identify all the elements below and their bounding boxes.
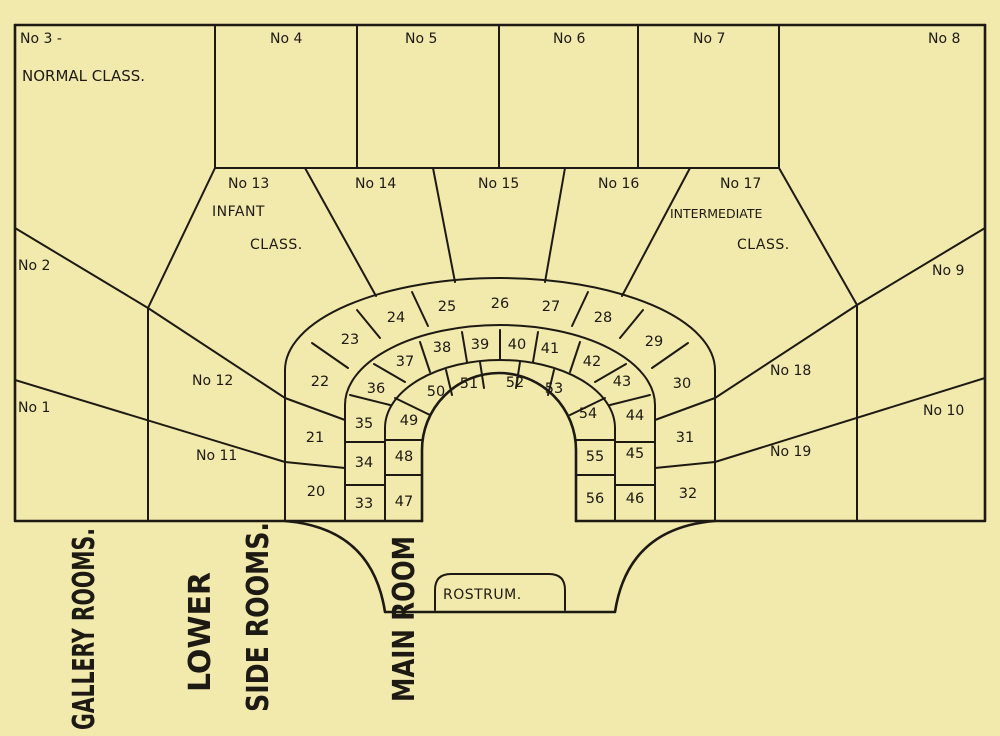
seat-23: 23 bbox=[341, 332, 359, 348]
room-label-5: No 5 bbox=[405, 31, 437, 47]
room-label-16: No 16 bbox=[598, 176, 639, 192]
seat-25: 25 bbox=[438, 299, 456, 315]
top-room-walls bbox=[214, 24, 780, 169]
seat-38: 38 bbox=[433, 340, 451, 356]
seat-52: 52 bbox=[506, 375, 524, 391]
seat-56: 56 bbox=[586, 491, 604, 507]
fan-room-walls bbox=[147, 167, 858, 309]
seat-40: 40 bbox=[508, 337, 526, 353]
seat-27: 27 bbox=[542, 299, 560, 315]
seat-28: 28 bbox=[594, 310, 612, 326]
room-label-1: No 1 bbox=[18, 400, 50, 416]
seat-54: 54 bbox=[579, 406, 597, 422]
seat-50: 50 bbox=[427, 384, 445, 400]
rostrum-label: ROSTRUM. bbox=[443, 587, 522, 603]
intermediate-class-caption: CLASS. bbox=[737, 237, 790, 253]
seat-43: 43 bbox=[613, 374, 631, 390]
seat-31: 31 bbox=[676, 430, 694, 446]
seat-37: 37 bbox=[396, 354, 414, 370]
room-label-11: No 11 bbox=[196, 448, 237, 464]
seat-49: 49 bbox=[400, 413, 418, 429]
seat-36: 36 bbox=[367, 381, 385, 397]
room-label-8: No 8 bbox=[928, 31, 960, 47]
side-room-walls bbox=[14, 227, 986, 522]
seat-22: 22 bbox=[311, 374, 329, 390]
room-label-3: No 3 - bbox=[20, 31, 62, 47]
side-rooms-label: SIDE ROOMS. bbox=[241, 522, 276, 712]
room-label-6: No 6 bbox=[553, 31, 585, 47]
seat-21: 21 bbox=[306, 430, 324, 446]
vertical-labels: GALLERY ROOMS. LOWER SIDE ROOMS. MAIN RO… bbox=[67, 522, 422, 730]
seat-47: 47 bbox=[395, 494, 413, 510]
seat-51: 51 bbox=[460, 376, 478, 392]
seat-46: 46 bbox=[626, 491, 644, 507]
seat-42: 42 bbox=[583, 354, 601, 370]
room-label-14: No 14 bbox=[355, 176, 396, 192]
infant-class-caption: CLASS. bbox=[250, 237, 303, 253]
room-label-12: No 12 bbox=[192, 373, 233, 389]
seat-34: 34 bbox=[355, 455, 373, 471]
lower-label: LOWER bbox=[183, 572, 218, 692]
seat-24: 24 bbox=[387, 310, 405, 326]
room-label-19: No 19 bbox=[770, 444, 811, 460]
room-label-2: No 2 bbox=[18, 258, 50, 274]
seat-39: 39 bbox=[471, 337, 489, 353]
room-label-9: No 9 bbox=[932, 263, 964, 279]
seat-numbers: 20 21 22 23 24 25 26 27 28 29 30 31 32 3… bbox=[306, 296, 697, 512]
room-label-17: No 17 bbox=[720, 176, 761, 192]
room-label-4: No 4 bbox=[270, 31, 302, 47]
seat-44: 44 bbox=[626, 408, 644, 424]
room-label-13: No 13 bbox=[228, 176, 269, 192]
seat-48: 48 bbox=[395, 449, 413, 465]
seat-53: 53 bbox=[545, 381, 563, 397]
room-labels: No 3 - NORMAL CLASS. No 4 No 5 No 6 No 7… bbox=[18, 31, 964, 603]
seat-dividers bbox=[284, 291, 716, 486]
room-label-15: No 15 bbox=[478, 176, 519, 192]
room-label-10: No 10 bbox=[923, 403, 964, 419]
gallery-rooms-label: GALLERY ROOMS. bbox=[67, 528, 102, 730]
intermediate-caption: INTERMEDIATE bbox=[670, 206, 762, 221]
infant-caption: INFANT bbox=[212, 204, 265, 220]
seat-30: 30 bbox=[673, 376, 691, 392]
room-label-18: No 18 bbox=[770, 363, 811, 379]
main-room-walls bbox=[283, 519, 717, 614]
seat-45: 45 bbox=[626, 446, 644, 462]
seat-35: 35 bbox=[355, 416, 373, 432]
seat-26: 26 bbox=[491, 296, 509, 312]
seat-29: 29 bbox=[645, 334, 663, 350]
normal-class-caption: NORMAL CLASS. bbox=[22, 67, 145, 85]
main-room-label: MAIN ROOM bbox=[387, 536, 422, 702]
room-label-7: No 7 bbox=[693, 31, 725, 47]
seat-20: 20 bbox=[307, 484, 325, 500]
seat-55: 55 bbox=[586, 449, 604, 465]
seat-32: 32 bbox=[679, 486, 697, 502]
seat-41: 41 bbox=[541, 341, 559, 357]
seat-33: 33 bbox=[355, 496, 373, 512]
